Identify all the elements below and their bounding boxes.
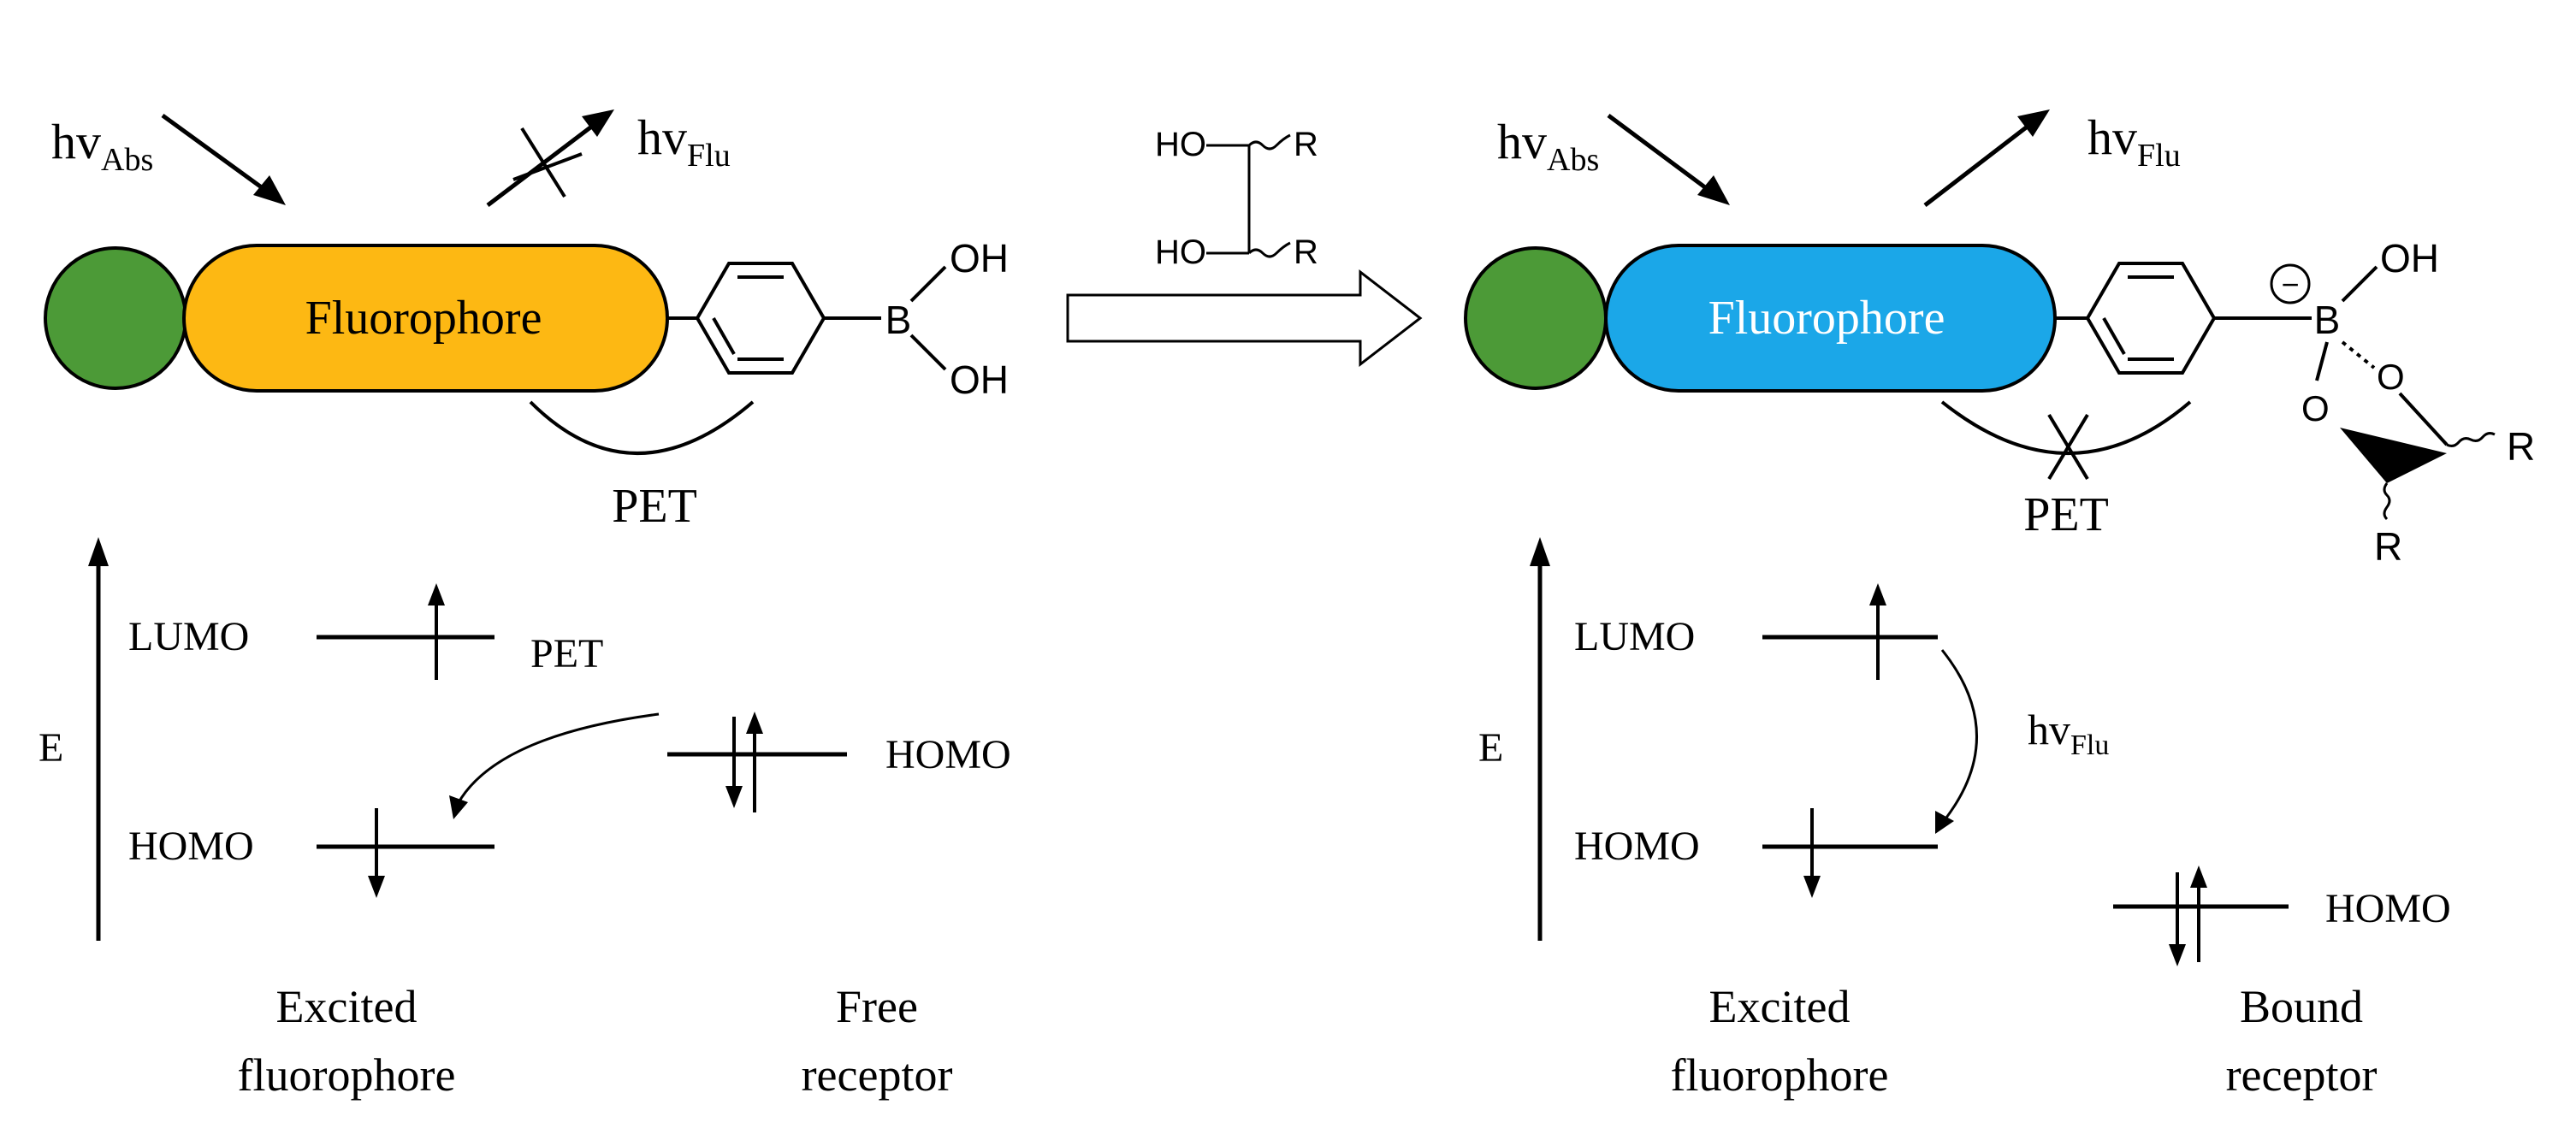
- right-phenyl-ring: [2085, 262, 2217, 375]
- right-pet-label: PET: [2023, 488, 2109, 541]
- left-hv-flu-label: hvFlu: [637, 109, 731, 174]
- reagent-r-bottom: R: [1294, 233, 1318, 271]
- right-emission-arrow: [1923, 109, 2050, 207]
- left-caption-excited-line1: Excited: [276, 981, 417, 1032]
- right-ring-o-top: O: [2377, 357, 2405, 397]
- right-lumo-label: LUMO: [1574, 614, 1695, 659]
- right-pet-arc: [1940, 400, 2192, 455]
- left-absorption-arrow: [161, 113, 286, 205]
- right-b-oh-bond: [2341, 265, 2378, 303]
- left-caption-excited-line2: fluorophore: [238, 1049, 456, 1101]
- right-oh: OH: [2380, 236, 2439, 281]
- left-lumo-label: LUMO: [128, 614, 249, 659]
- right-caption-excited-line1: Excited: [1709, 981, 1851, 1032]
- right-hv-flu-label: hvFlu: [2087, 109, 2181, 174]
- right-homo-electron-down: [1803, 808, 1821, 898]
- left-fluorophore-label: Fluorophore: [305, 292, 542, 345]
- left-caption-receptor-line1: Free: [836, 981, 918, 1032]
- right-absorption-arrow: [1607, 113, 1730, 205]
- left-oh-top: OH: [950, 236, 1009, 281]
- left-pet-label: PET: [612, 480, 697, 533]
- left-pet-transfer-label: PET: [530, 631, 603, 676]
- diol-reagent: HO HO R R: [1155, 126, 1318, 271]
- left-receptor-electron-pair: [725, 712, 763, 812]
- right-hv-abs-label: hvAbs: [1497, 114, 1599, 178]
- left-energy-axis: [88, 537, 109, 941]
- right-receptor-electron-pair: [2169, 865, 2207, 966]
- left-hv-abs-label: hvAbs: [51, 114, 153, 178]
- right-emission-transition-arrow: [1935, 649, 1978, 834]
- right-energy-axis: [1530, 537, 1550, 941]
- right-homo-label: HOMO: [1574, 824, 1700, 869]
- left-blocked-emission-arrow: [486, 109, 614, 207]
- right-negative-charge: −: [2270, 263, 2311, 304]
- left-oh-bottom: OH: [950, 357, 1009, 402]
- left-phenyl-ring: [695, 262, 826, 375]
- right-pet-blocked-cross: [2047, 413, 2089, 481]
- right-donor-circle: [1464, 246, 1608, 390]
- right-hv-flu-emission-label: hvFlu: [2028, 706, 2109, 761]
- reagent-ho-top: HO: [1155, 126, 1206, 163]
- left-lumo-electron-up: [428, 583, 445, 680]
- right-lumo-electron-up: [1869, 583, 1886, 680]
- right-caption-excited-line2: fluorophore: [1671, 1049, 1889, 1101]
- right-caption-receptor-line2: receptor: [2226, 1049, 2378, 1101]
- left-receptor-homo-label: HOMO: [885, 732, 1011, 777]
- right-energy-label: E: [1478, 725, 1503, 771]
- right-r-right: R: [2507, 424, 2535, 469]
- left-boron-atom: B: [885, 298, 912, 342]
- right-boron-atom: B: [2314, 298, 2341, 342]
- left-caption-receptor-line2: receptor: [802, 1049, 953, 1101]
- right-caption-receptor-line1: Bound: [2240, 981, 2363, 1032]
- reagent-ho-bottom: HO: [1155, 233, 1206, 271]
- reagent-r-top: R: [1294, 126, 1318, 163]
- left-pet-transfer-arrow: [449, 712, 660, 819]
- left-homo-electron-down: [368, 808, 385, 898]
- right-ring-o-bottom: O: [2301, 388, 2330, 428]
- left-panel: hvAbs hvFlu Fluorophore B: [38, 109, 1011, 1101]
- left-donor-circle: [44, 246, 187, 390]
- left-b-oh-bond-top: [909, 265, 947, 303]
- right-r-bottom: R: [2374, 524, 2402, 569]
- right-boronate-ester-ring: O O R R: [2301, 340, 2535, 569]
- right-panel: hvAbs hvFlu Fluorophore B − OH: [1464, 109, 2535, 1101]
- right-receptor-homo-label: HOMO: [2325, 886, 2451, 931]
- left-energy-label: E: [38, 725, 63, 771]
- left-homo-label: HOMO: [128, 824, 254, 869]
- transformation-arrow: [1066, 269, 1423, 368]
- left-pet-arc: [529, 400, 755, 455]
- left-b-oh-bond-bottom: [909, 334, 947, 371]
- svg-text:−: −: [2281, 267, 2299, 302]
- right-fluorophore-label: Fluorophore: [1708, 292, 1945, 345]
